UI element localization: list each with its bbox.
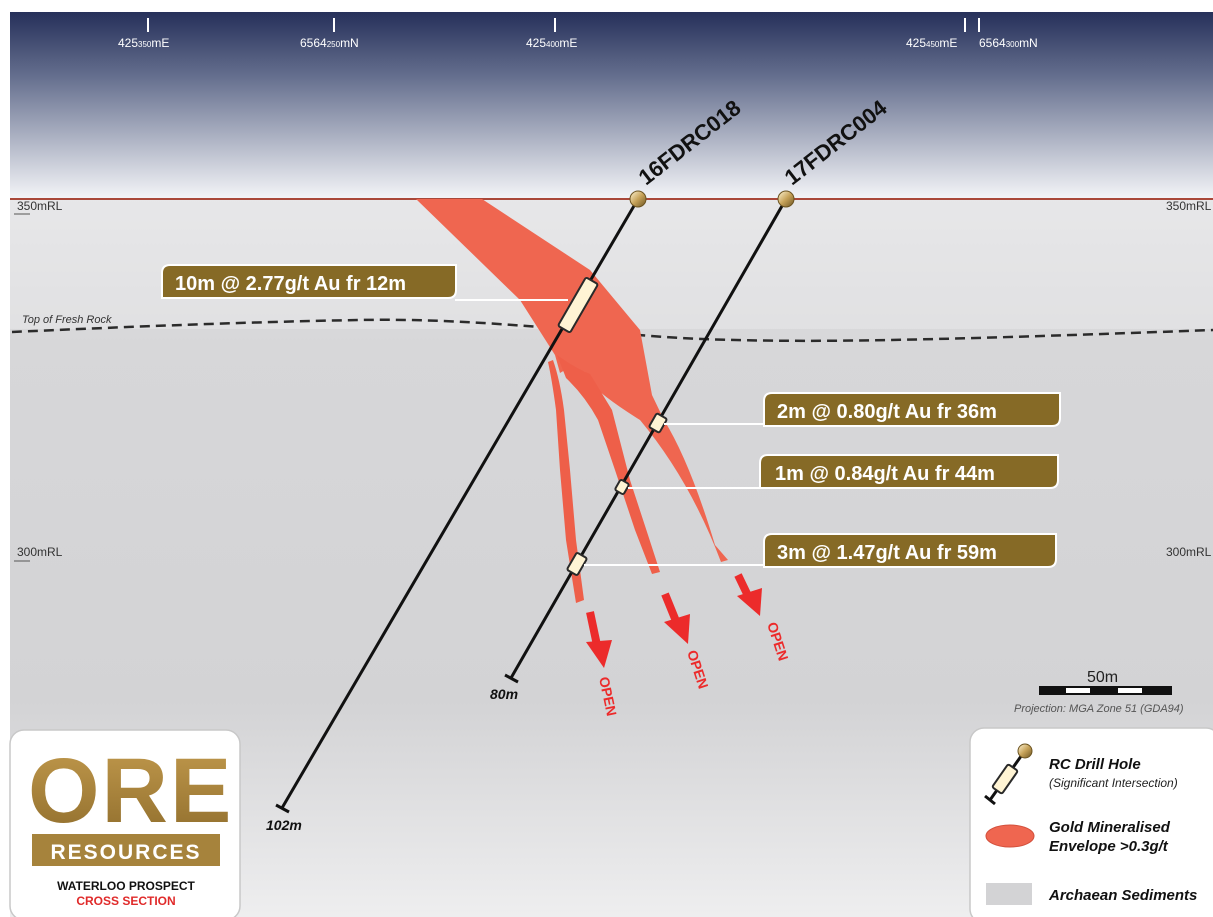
intersection-markers [557,276,668,576]
legend-drill-hole: RC Drill Hole (Significant Intersection) [984,743,1178,806]
logo-subtitle-2: CROSS SECTION [76,894,175,908]
legend-sediments: Archaean Sediments [986,883,1197,905]
grid-label-6564300mN: 6564300mN [979,36,1038,50]
open-arrow: OPEN [586,611,620,717]
rl-label-300-right: 300mRL [1166,545,1212,559]
projection-label: Projection: MGA Zone 51 (GDA94) [1014,703,1184,715]
drill-trace [509,198,788,679]
intersection-marker [614,479,630,495]
logo-card-bg [9,729,241,917]
intercept-label[interactable]: 3m @ 1.47g/t Au fr 59m [777,542,997,564]
ore-envelope [416,199,728,603]
legend-envelope-label-1: Gold Mineralised [1049,819,1171,836]
intercept-label-box [763,392,1061,427]
drill-collar-icon [629,190,647,208]
intercept-labels: 10m @ 2.77g/t Au fr 12m 2m @ 0.80g/t Au … [161,264,1061,568]
logo-ore-text: ORE [28,740,233,842]
legend-drill-end [984,794,996,806]
open-arrow-head [586,640,612,668]
legend-envelope: Gold Mineralised Envelope >0.3g/t [985,819,1171,855]
legend: RC Drill Hole (Significant Intersection)… [969,727,1213,917]
legend-sediments-label: Archaean Sediments [1048,887,1197,904]
logo-resources-text: RESOURCES [50,841,201,864]
grid-label-6564250mN: 6564250mN [300,36,359,50]
legend-bg [969,727,1213,917]
open-arrow-head [737,588,762,616]
grid-label-425400mE: 425400mE [526,36,577,50]
leader-lines [455,299,772,566]
intercept-label[interactable]: 2m @ 0.80g/t Au fr 36m [777,401,997,423]
legend-collar-icon [1017,743,1033,759]
intersection-marker [648,412,668,434]
scale-bar-segment [1066,688,1090,693]
logo-resources-bar [32,834,220,866]
drill-end-tick [275,803,290,814]
intercept-label-box [161,264,457,299]
drill-collar-icon [777,190,795,208]
legend-envelope-label-2: Envelope >0.3g/t [1049,838,1169,855]
intersection-marker [557,276,599,334]
fresh-rock-label: Top of Fresh Rock [22,314,112,326]
rl-label-300-left: 300mRL [17,545,63,559]
grid-label-425450mE: 425450mE [906,36,957,50]
grid-labels: 425350mE 6564250mN 425400mE 425450mE 656… [118,36,1038,50]
legend-intersection-icon [991,763,1019,795]
legend-envelope-swatch [985,824,1035,848]
scale-bar-segment [1118,688,1142,693]
intercept-label-box [763,533,1057,568]
intercept-label-box [759,454,1059,489]
drill-end-depth: 102m [266,817,302,833]
ore-envelope-main [416,199,728,562]
grid-ticks [147,18,980,32]
sky-background [10,12,1213,199]
intersection-marker [566,552,588,576]
intercept-label[interactable]: 10m @ 2.77g/t Au fr 12m [175,273,406,295]
scale-label: 50m [1087,669,1118,686]
ore-envelope-branch [548,360,584,603]
grid-label-425350mE: 425350mE [118,36,169,50]
drill-end-depth: 80m [490,686,518,702]
rl-label-350-right: 350mRL [1166,199,1212,213]
legend-sediments-swatch [986,883,1032,905]
legend-drill-hole-label: RC Drill Hole [1049,756,1141,773]
drill-end-tick [504,673,519,684]
scale-bar-body [1039,686,1172,695]
open-arrow-head [664,614,690,644]
legend-drill-hole-sublabel: (Significant Intersection) [1049,776,1178,790]
ore-envelope-branch [557,355,660,574]
logo-card: ORE RESOURCES WATERLOO PROSPECT CROSS SE… [9,729,241,917]
logo-subtitle-1: WATERLOO PROSPECT [57,879,195,893]
scale-bar: 50m Projection: MGA Zone 51 (GDA94) [1014,669,1184,715]
intercept-label[interactable]: 1m @ 0.84g/t Au fr 44m [775,463,995,485]
rl-label-350-left: 350mRL [17,199,63,213]
